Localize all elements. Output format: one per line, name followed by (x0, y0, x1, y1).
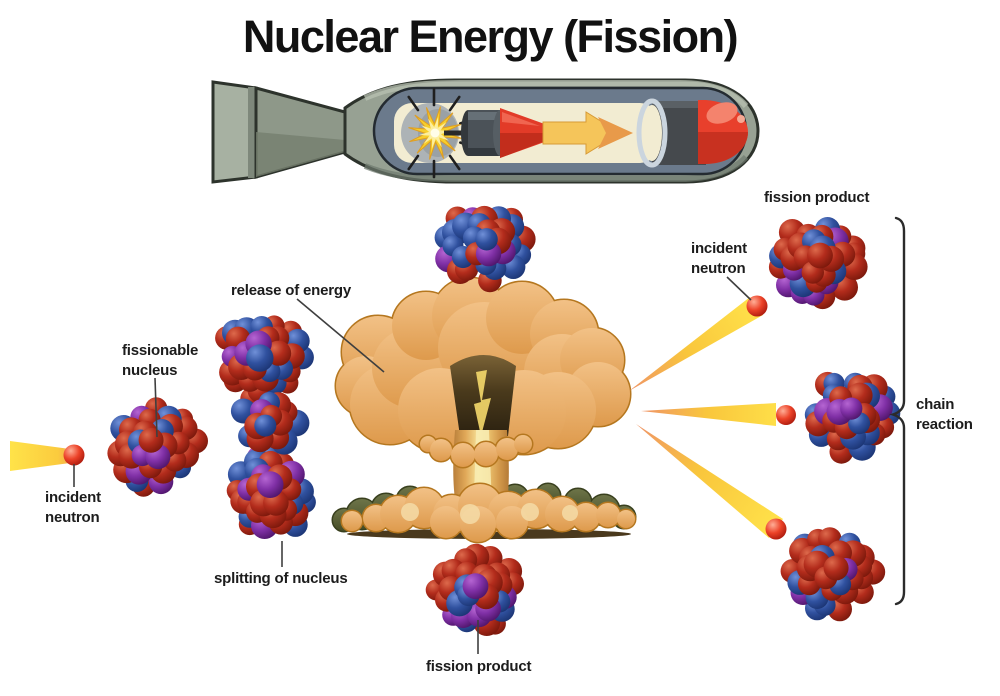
incident-neutron-beam-left (10, 441, 70, 471)
nucleus-cluster (768, 217, 868, 310)
nucleus-cluster (434, 205, 536, 293)
nucleus-cluster (425, 543, 524, 636)
page-title: Nuclear Energy (Fission) (242, 11, 739, 62)
mushroom-cloud-explosion (331, 276, 637, 544)
nucleus-cluster (780, 527, 886, 622)
label-incident-neutron-left: incident neutron (45, 489, 101, 526)
label-release-of-energy: release of energy (231, 282, 351, 299)
nucleus-cluster (107, 397, 209, 497)
label-fission-product-top: fission product (764, 189, 870, 206)
bomb-tail-fin (211, 80, 347, 184)
spark-burst-icon (408, 106, 462, 160)
neutron-ball-upper-right (746, 295, 768, 317)
nucleus-cluster (804, 371, 901, 464)
ejected-neutron-beam-upper (629, 297, 763, 391)
ejected-neutron-beam-middle (641, 403, 776, 426)
label-incident-neutron-right: incident neutron (691, 240, 747, 277)
label-fission-product-bottom: fission product (426, 658, 532, 675)
nucleus-cluster (215, 315, 316, 539)
label-fissionable-nucleus: fissionable nucleus (122, 342, 199, 379)
bomb-cutaway-illustration (211, 78, 760, 184)
ejected-neutron-beam-lower (636, 424, 783, 538)
label-splitting-of-nucleus: splitting of nucleus (214, 570, 348, 587)
nucleus-clusters (107, 205, 901, 636)
pointer-lines (73, 276, 752, 654)
chain-reaction-brace (889, 216, 906, 606)
bomb-projectile (461, 108, 556, 158)
label-chain-reaction: chain reaction (916, 396, 973, 433)
neutron-ball-middle-right (776, 405, 796, 425)
incident-neutron-ball-left (63, 444, 85, 466)
bomb-warhead (636, 98, 748, 168)
neutron-beams (10, 295, 796, 540)
neutron-ball-lower-right (765, 518, 787, 540)
bomb-arrows-icon (542, 111, 633, 155)
